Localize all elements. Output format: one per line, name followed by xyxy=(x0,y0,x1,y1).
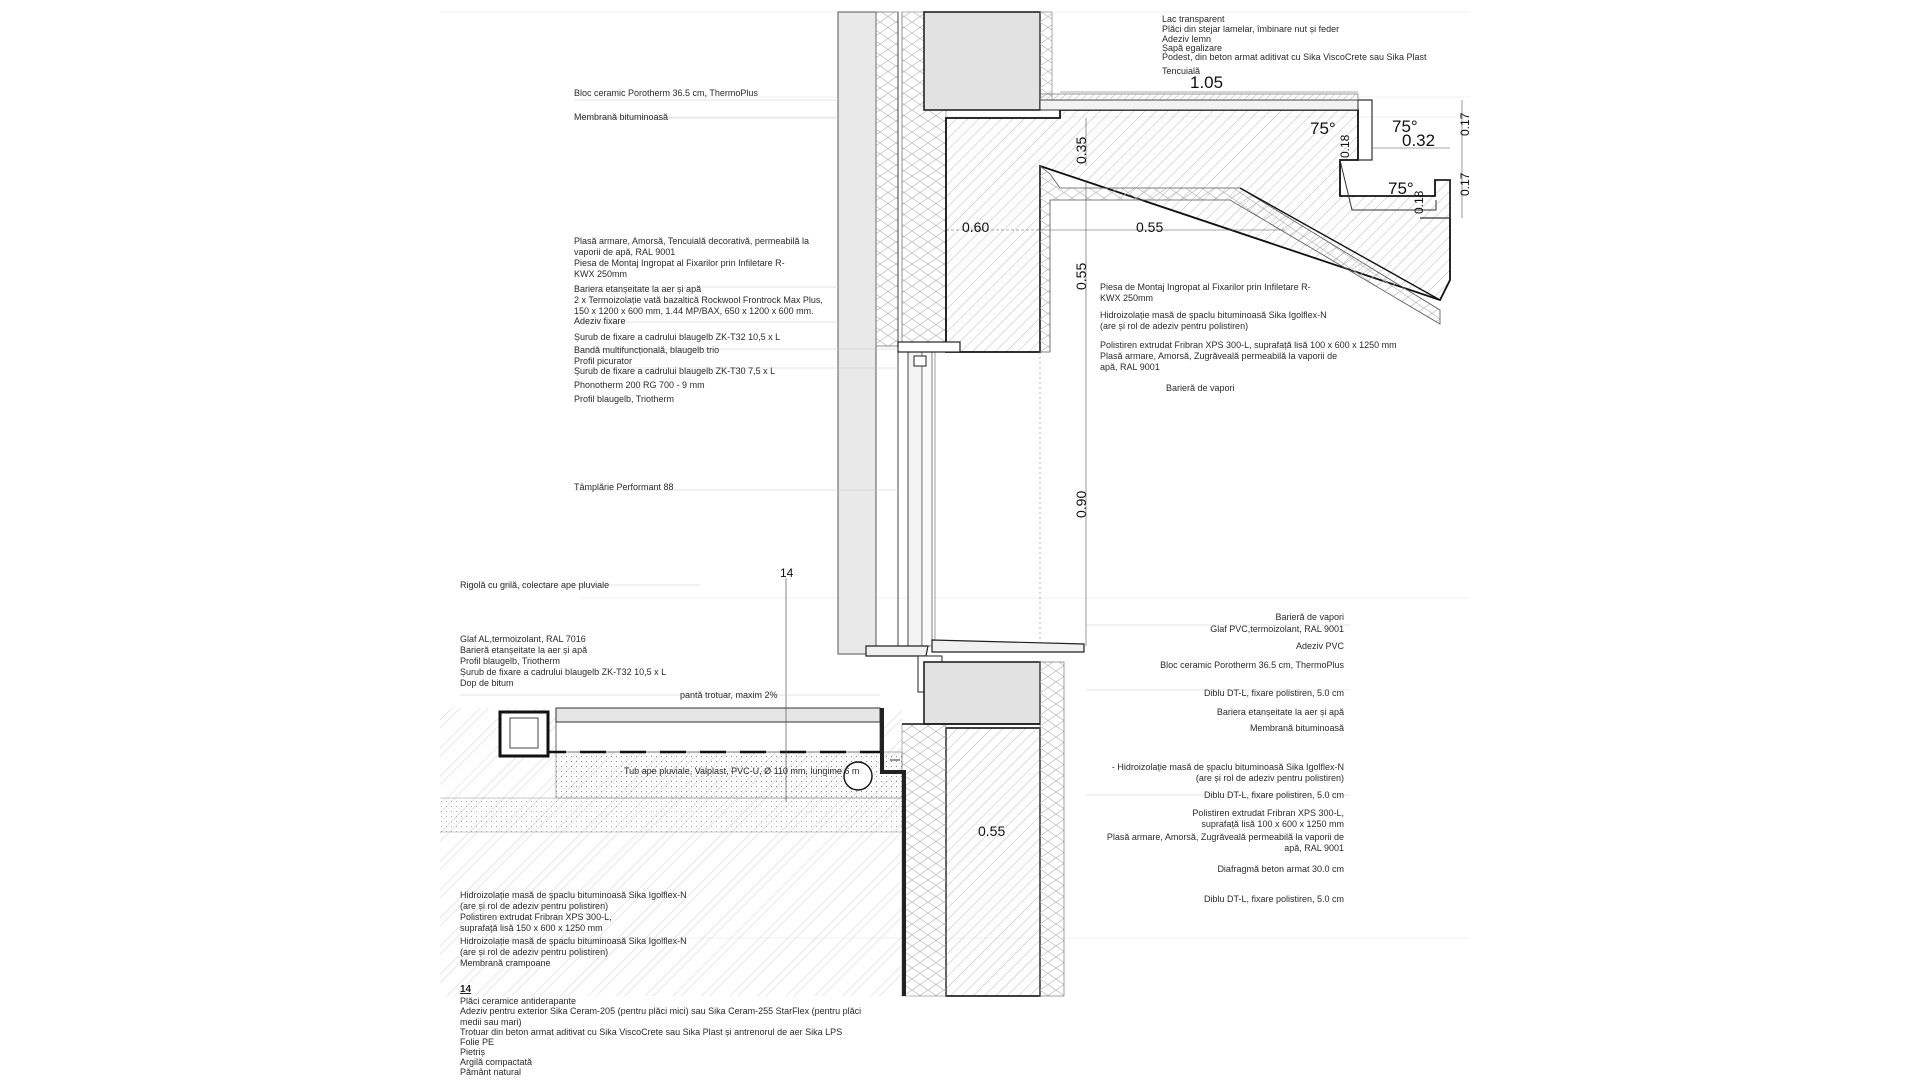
label-multifunction-tape: Bandă multifuncțională, blaugelb trio xyxy=(574,345,720,355)
dimension-0-55-vertical: 0.55 xyxy=(1073,262,1089,290)
label-phonotherm: Phonotherm 200 RG 700 - 9 mm xyxy=(574,380,705,390)
label-ceramic-block-upper: Bloc ceramic Porotherm 36.5 cm, ThermoPl… xyxy=(574,88,758,98)
legend-14-item: Trotuar din beton armat aditivat cu Sika… xyxy=(460,1027,843,1037)
dimension-lines xyxy=(946,91,1463,646)
label-leveling-screed: Șapă egalizare xyxy=(1162,43,1223,53)
label-transparent-lacquer: Lac transparent xyxy=(1162,14,1225,24)
ground-and-pavement xyxy=(440,707,906,996)
angle-75-a: 75° xyxy=(1310,119,1336,138)
window-frame xyxy=(897,341,1041,647)
label-xps-center: Polistiren extrudat Fribran XPS 300-L, s… xyxy=(1100,340,1397,350)
dimension-0-60: 0.60 xyxy=(962,219,990,235)
label-bitumen-membrane-upper: Membrană bituminoasă xyxy=(574,112,669,122)
angle-75-c: 75° xyxy=(1388,179,1414,198)
label-concrete-landing: Podest, din beton armat aditivat cu Sika… xyxy=(1162,52,1427,62)
label-oak-planks: Plăci din stejar lamelar, îmbinare nut ș… xyxy=(1162,24,1340,34)
facade-insulation-column xyxy=(837,11,903,655)
legend-14-item: Folie PE xyxy=(460,1037,495,1047)
legend-14-item: Plăci ceramice antiderapante xyxy=(460,996,577,1006)
label-pvc-adhesive: Adeziv PVC xyxy=(1295,641,1344,651)
label-studded-membrane: Membrană crampoane xyxy=(460,958,551,968)
label-bitumen-membrane-right: Membrană bituminoasă xyxy=(1249,723,1344,733)
dimension-0-55-horizontal: 0.55 xyxy=(1136,219,1164,235)
label-wood-adhesive: Adeziv lemn xyxy=(1162,34,1212,44)
dimension-0-18-b: 0.18 xyxy=(1412,190,1426,214)
label-triotherm-lower: Profil blaugelb, Triotherm xyxy=(460,656,561,666)
dimension-1-05: 1.05 xyxy=(1190,73,1224,92)
legend-14-item: Pietriș xyxy=(460,1047,486,1057)
label-paint-center: Plasă armare, Amorsă, Zugrăveală permeab… xyxy=(1100,351,1338,372)
label-air-water-barrier-right: Bariera etanșeitate la aer și apă xyxy=(1216,707,1344,717)
label-bitumen-plug: Dop de bitum xyxy=(460,678,514,688)
label-xps-right: Polistiren extrudat Fribran XPS 300-L, s… xyxy=(1192,808,1344,829)
legend-14-item: Argilă compactată xyxy=(460,1057,533,1067)
label-vapor-barrier-center: Barieră de vapori xyxy=(1166,383,1235,393)
label-paint-right: Plasă armare, Amorsă, Zugrăveală permeab… xyxy=(1106,832,1344,853)
label-air-water-barrier: Bariera etanșeitate la aer și apă 2 x Te… xyxy=(574,284,823,316)
label-triotherm-profile: Profil blaugelb, Triotherm xyxy=(574,394,675,404)
label-dowel-3: Diblu DT-L, fixare polistiren, 5.0 cm xyxy=(1203,894,1344,904)
label-ceramic-block-lower: Bloc ceramic Porotherm 36.5 cm, ThermoPl… xyxy=(1160,660,1344,670)
label-frame-screw-zk-t30: Șurub de fixare a cadrului blaugelb ZK-T… xyxy=(574,366,776,376)
label-frame-screw-zk-t32: Șurub de fixare a cadrului blaugelb ZK-T… xyxy=(574,332,781,342)
label-mounting-piece-center: Piesa de Montaj Ingropat al Fixarilor pr… xyxy=(1100,282,1311,303)
lower-masonry-block xyxy=(901,661,1065,997)
label-air-water-barrier-lower: Barieră etanșeitate la aer și apă xyxy=(460,645,588,655)
label-dowel-2: Diblu DT-L, fixare polistiren, 5.0 cm xyxy=(1203,790,1344,800)
upper-masonry-block xyxy=(923,11,1053,111)
label-waterproofing-center: Hidroizolație masă de șpaclu bituminoasă… xyxy=(1100,310,1327,331)
label-rain-pipe: Tub ape pluviale, Valplast, PVC-U, Ø 110… xyxy=(624,766,860,776)
label-concrete-diaphragm: Diafragmă beton armat 30.0 cm xyxy=(1217,864,1344,874)
label-plaster: Tencuială xyxy=(1162,66,1201,76)
legend-14-item: Adeziv pentru exterior Sika Ceram-205 (p… xyxy=(460,1006,862,1027)
dimension-0-90: 0.90 xyxy=(1073,490,1089,518)
label-vapor-barrier-right: Barieră de vapori xyxy=(1275,612,1344,622)
dimension-0-18-a: 0.18 xyxy=(1338,134,1352,158)
section-marker-14: 14 xyxy=(780,566,794,580)
leader-lines xyxy=(460,99,1350,796)
label-reinforcement-mesh: Plasă armare, Amorsă, Tencuială decorati… xyxy=(574,236,809,257)
label-pvc-sill: Glaf PVC,termoizolant, RAL 9001 xyxy=(1210,624,1344,634)
label-waterproofing-lower-2: Hidroizolație masă de șpaclu bituminoasă… xyxy=(460,936,687,957)
label-frame-screw-lower: Șurub de fixare a cadrului blaugelb ZK-T… xyxy=(460,667,667,677)
label-drip-profile: Profil picurator xyxy=(574,356,633,366)
dimension-0-35: 0.35 xyxy=(1073,136,1089,164)
legend-14-title: 14 xyxy=(460,984,472,995)
dimension-0-55-lower: 0.55 xyxy=(978,823,1006,839)
legend-14-item: Pământ natural xyxy=(460,1067,522,1077)
label-window-joinery: Tâmplărie Performant 88 xyxy=(574,482,674,492)
dimension-0-17-a: 0.17 xyxy=(1458,112,1472,136)
dimension-0-32: 0.32 xyxy=(1402,131,1436,150)
label-waterproofing-right: - Hidroizolație masă de șpaclu bituminoa… xyxy=(1111,762,1344,783)
label-rain-gutter: Rigolă cu grilă, colectare ape pluviale xyxy=(460,580,610,590)
label-waterproofing-lower-1: Hidroizolație masă de șpaclu bituminoasă… xyxy=(460,890,687,911)
label-fixing-adhesive: Adeziv fixare xyxy=(574,316,626,326)
concrete-lintel-and-landing xyxy=(945,93,1451,353)
label-mounting-piece-left: Piesa de Montaj Ingropat al Fixarilor pr… xyxy=(574,258,785,279)
label-pavement-slope: pantă trotuar, maxim 2% xyxy=(680,690,778,700)
angle-75-b: 75° xyxy=(1392,117,1418,136)
label-dowel-1: Diblu DT-L, fixare polistiren, 5.0 cm xyxy=(1203,688,1344,698)
label-aluminium-sill: Glaf AL,termoizolant, RAL 7016 xyxy=(460,634,586,644)
dimension-0-17-b: 0.17 xyxy=(1458,172,1472,196)
label-xps-lower: Polistiren extrudat Fribran XPS 300-L, s… xyxy=(460,912,612,933)
